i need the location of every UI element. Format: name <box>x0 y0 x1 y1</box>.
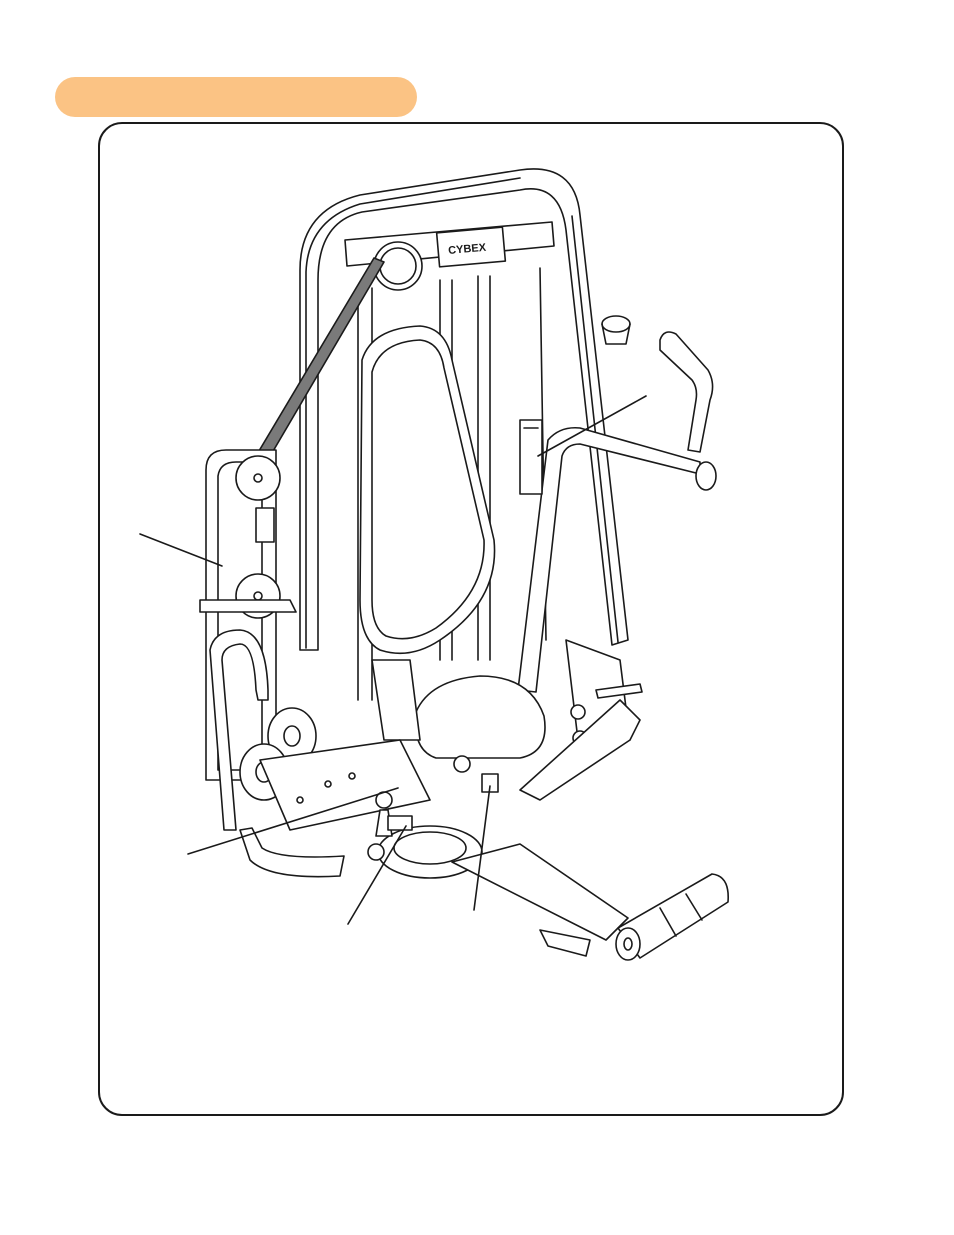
seat-pivot-selector <box>367 791 483 879</box>
foot-extension <box>451 843 629 957</box>
right-press-arm <box>517 331 717 693</box>
diagram-frame <box>98 122 844 1116</box>
instruction-placard <box>519 419 543 495</box>
backrest-pad <box>359 325 496 655</box>
foam-roller <box>615 873 729 961</box>
callout-pivot <box>347 825 407 925</box>
cup-holder <box>601 315 631 345</box>
left-handle <box>209 629 269 831</box>
callout-placard <box>537 395 647 457</box>
callout-lines <box>139 395 647 925</box>
seat-cushion <box>414 675 546 759</box>
seat-release-button <box>453 755 499 793</box>
callout-release <box>473 785 491 911</box>
upright-frame <box>299 168 629 651</box>
brand-logo: CYBEX <box>448 242 487 257</box>
callout-platform <box>187 787 399 855</box>
section-header-bar <box>55 77 417 117</box>
callout-left-frame <box>139 533 223 567</box>
